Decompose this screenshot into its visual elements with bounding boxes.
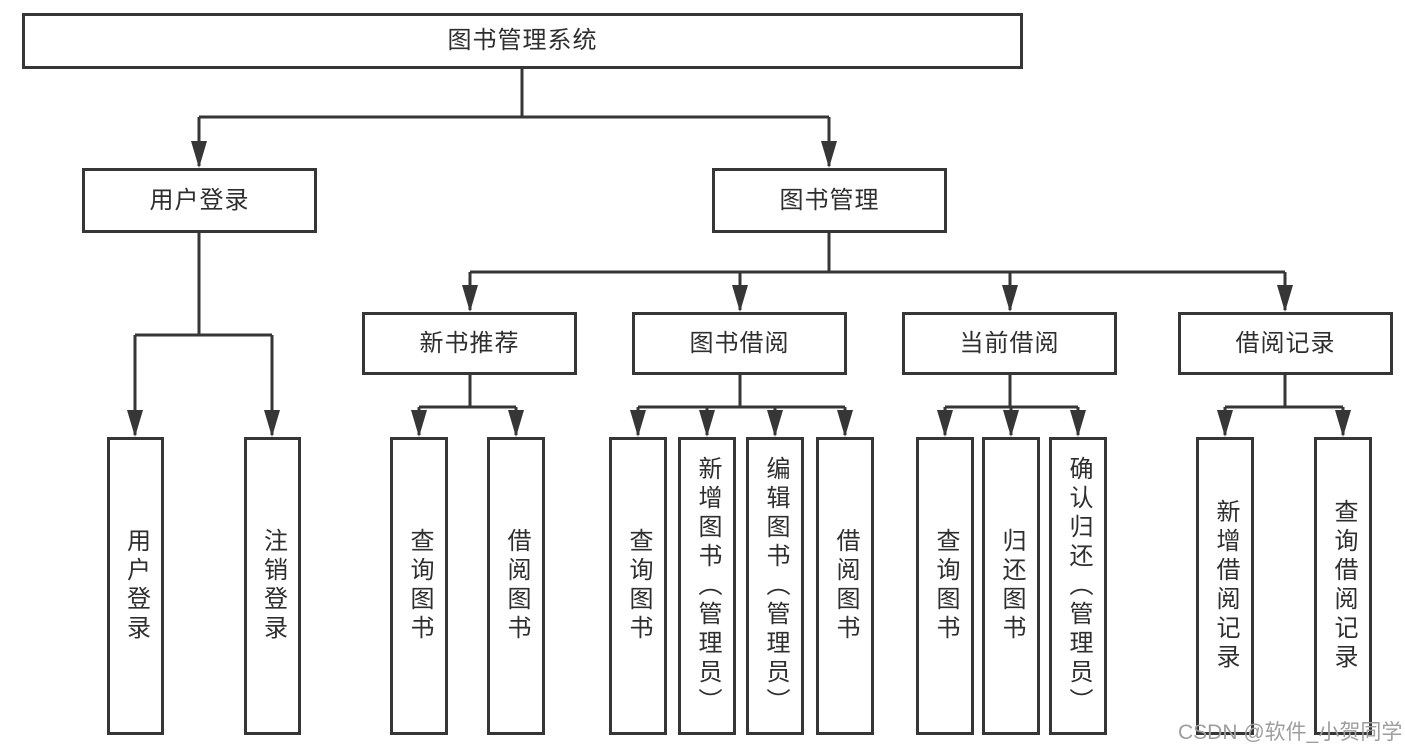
node-book-mgmt: 图书管理 [712, 168, 947, 233]
node-book-borrow: 图书借阅 [632, 312, 847, 375]
leaf-borrow-edit-books-admin: 编辑图书（管理员） [746, 437, 804, 735]
leaf-newbooks-query-books: 查询图书 [390, 437, 448, 735]
leaf-user-login: 用户登录 [107, 437, 164, 735]
leaf-newbooks-borrow-books: 借阅图书 [487, 437, 545, 735]
node-root: 图书管理系统 [22, 13, 1023, 69]
leaf-records-add-record: 新增借阅记录 [1196, 437, 1254, 735]
node-current-borrow-label: 当前借阅 [959, 329, 1060, 357]
node-borrow-records: 借阅记录 [1178, 312, 1393, 375]
leaf-current-confirm-return-admin: 确认归还（管理员） [1049, 437, 1107, 735]
node-borrow-records-label: 借阅记录 [1235, 329, 1336, 357]
leaf-logout: 注销登录 [244, 437, 301, 735]
leaf-borrow-add-books-admin: 新增图书（管理员） [678, 437, 736, 735]
leaf-records-query-record: 查询借阅记录 [1314, 437, 1372, 735]
node-book-mgmt-label: 图书管理 [779, 186, 880, 214]
leaf-current-return-books: 归还图书 [982, 437, 1040, 735]
leaf-borrow-query-books: 查询图书 [609, 437, 667, 735]
node-user-login-label: 用户登录 [149, 186, 250, 214]
node-new-books-label: 新书推荐 [419, 329, 520, 357]
node-user-login: 用户登录 [82, 168, 317, 233]
leaf-borrow-borrow-books: 借阅图书 [816, 437, 874, 735]
node-root-label: 图书管理系统 [447, 27, 598, 54]
node-current-borrow: 当前借阅 [902, 312, 1117, 375]
leaf-current-query-books: 查询图书 [916, 437, 974, 735]
watermark: CSDN @软件_小贺同学 [1178, 721, 1403, 744]
node-book-borrow-label: 图书借阅 [689, 329, 790, 357]
node-new-books: 新书推荐 [362, 312, 577, 375]
arrowheads [127, 141, 1351, 437]
